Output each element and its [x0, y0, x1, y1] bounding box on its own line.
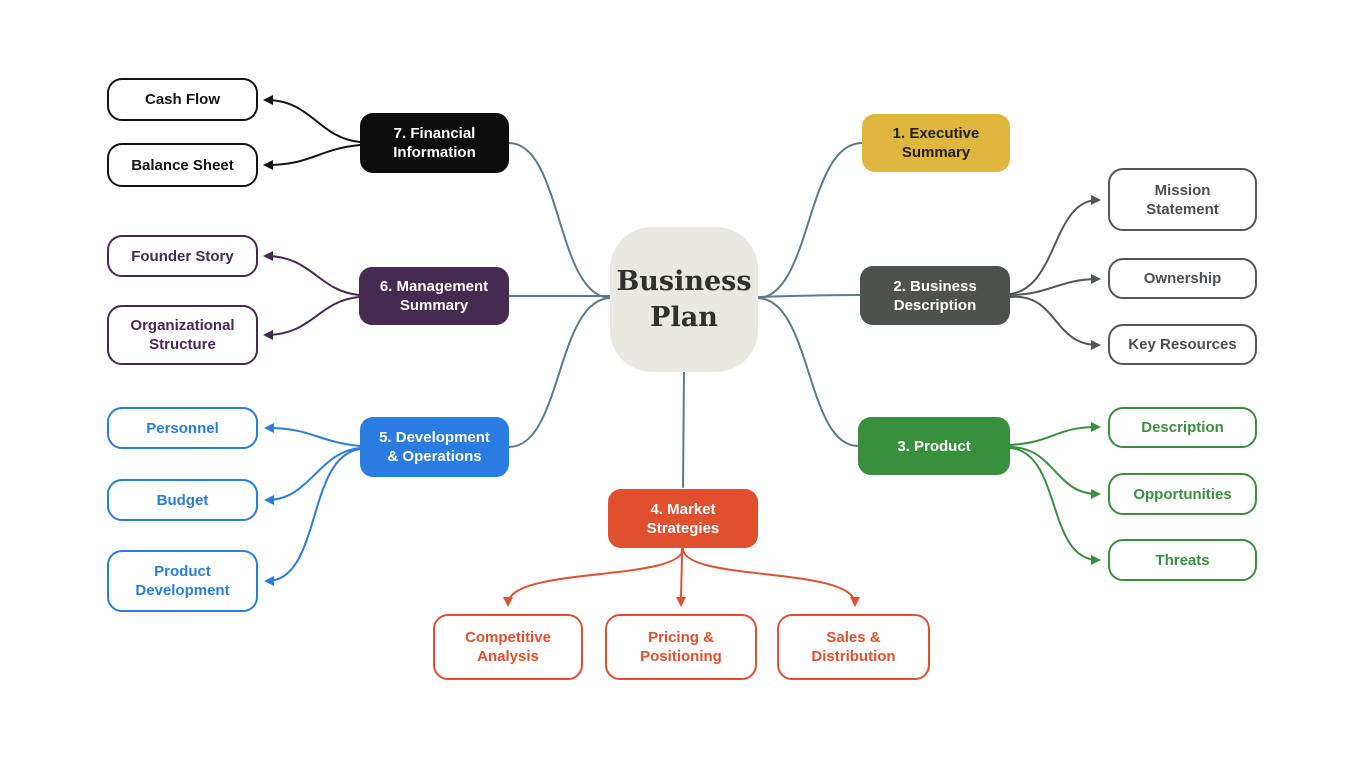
edge-business-resources — [1009, 295, 1101, 350]
node-management-summary: 6. Management Summary — [359, 267, 509, 325]
edge-development-personnel — [264, 423, 361, 447]
edge-product-opportunities — [1009, 446, 1101, 499]
node-organizational-structure: Organizational Structure — [107, 305, 258, 365]
edge-market-sales — [682, 548, 860, 607]
node-pricing-positioning: Pricing & Positioning — [605, 614, 757, 680]
edge-financial-balance — [263, 144, 361, 170]
node-threats: Threats — [1108, 539, 1257, 581]
edge-product-threats — [1009, 447, 1101, 565]
node-competitive-analysis: Competitive Analysis — [433, 614, 583, 680]
edge-center-financial — [508, 142, 611, 299]
edge-center-business — [757, 294, 861, 298]
edge-product-description — [1009, 422, 1101, 446]
edge-business-ownership — [1009, 274, 1101, 296]
node-mission-statement: Mission Statement — [1108, 168, 1257, 231]
edge-center-development — [508, 297, 611, 448]
node-product-development: Product Development — [107, 550, 258, 612]
edge-center-executive — [757, 142, 863, 299]
edge-business-mission — [1009, 195, 1101, 295]
edge-development-budget — [264, 447, 361, 505]
node-description: Description — [1108, 407, 1257, 448]
node-financial-information: 7. Financial Information — [360, 113, 509, 173]
node-ownership: Ownership — [1108, 258, 1257, 299]
node-key-resources: Key Resources — [1108, 324, 1257, 365]
node-opportunities: Opportunities — [1108, 473, 1257, 515]
node-founder-story: Founder Story — [107, 235, 258, 277]
edge-market-competitive — [503, 548, 684, 607]
node-development-operations: 5. Development & Operations — [360, 417, 509, 477]
node-balance-sheet: Balance Sheet — [107, 143, 258, 187]
edge-development-proddev — [264, 448, 361, 586]
node-market-strategies: 4. Market Strategies — [608, 489, 758, 548]
edge-center-product — [757, 297, 859, 447]
node-personnel: Personnel — [107, 407, 258, 449]
node-cash-flow: Cash Flow — [107, 78, 258, 121]
edge-management-orgstructure — [263, 296, 360, 340]
edge-market-pricing — [676, 548, 687, 607]
edge-center-market — [682, 371, 685, 488]
node-business-plan: Business Plan — [610, 227, 758, 372]
node-business-description: 2. Business Description — [860, 266, 1010, 325]
node-product: 3. Product — [858, 417, 1010, 475]
node-budget: Budget — [107, 479, 258, 521]
node-executive-summary: 1. Executive Summary — [862, 114, 1010, 172]
edge-financial-cashflow — [263, 95, 361, 143]
node-sales-distribution: Sales & Distribution — [777, 614, 930, 680]
edge-management-founder — [263, 251, 360, 296]
